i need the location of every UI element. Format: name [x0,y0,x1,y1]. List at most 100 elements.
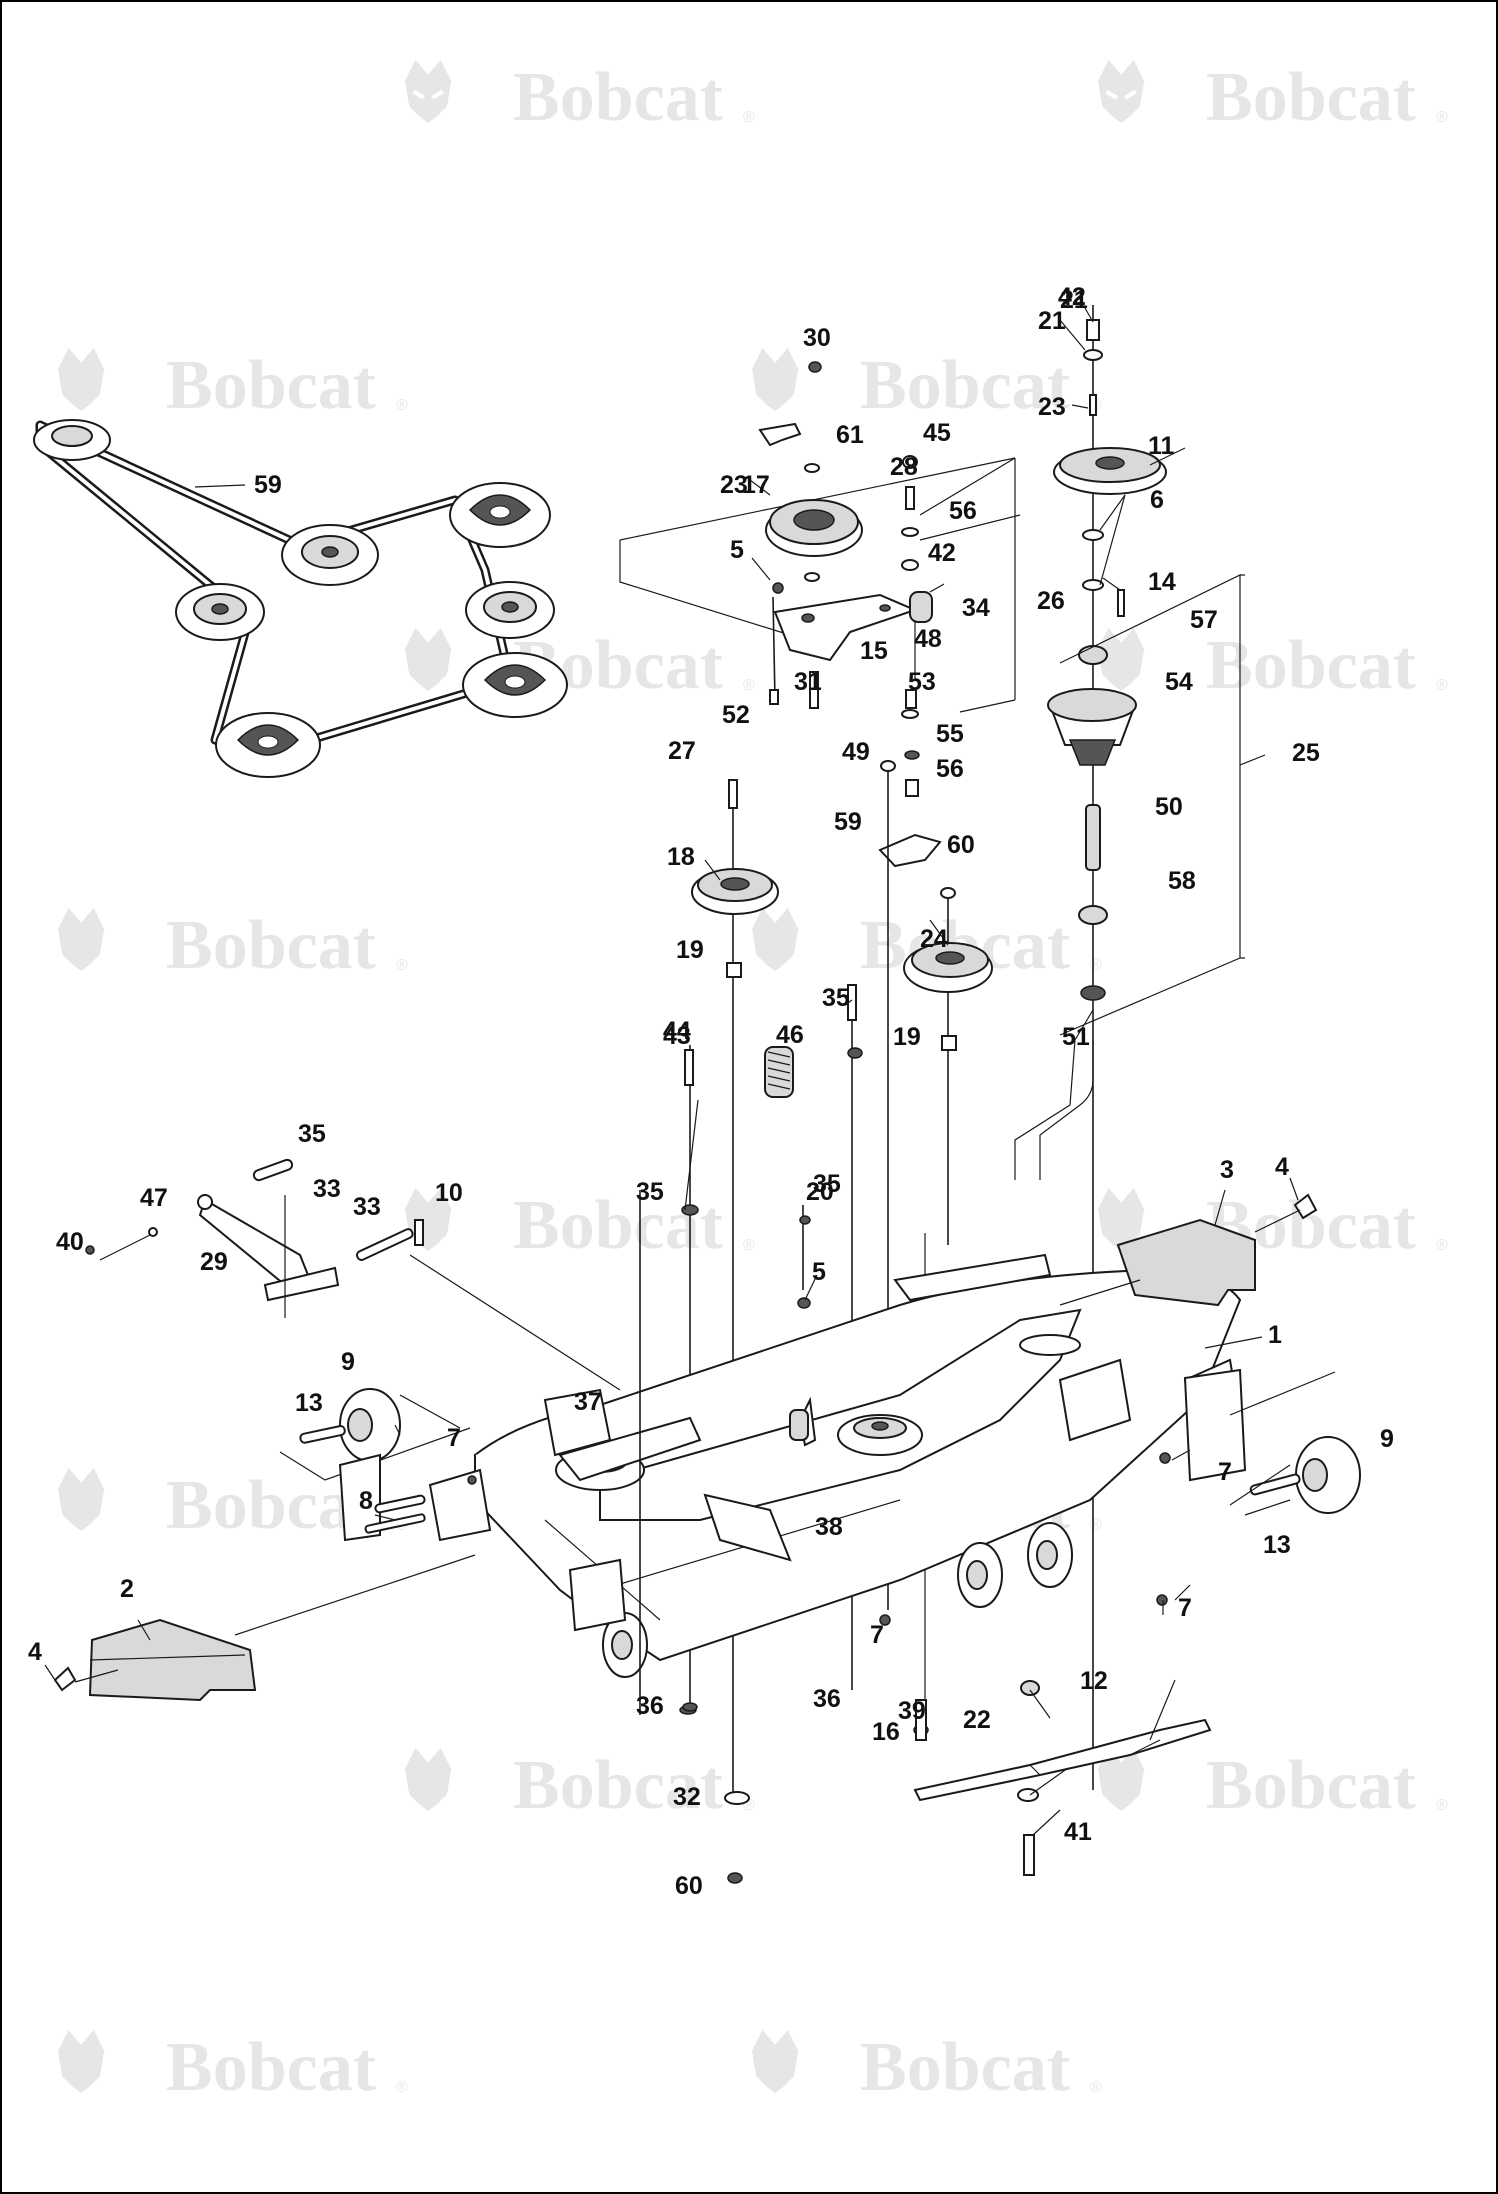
washer [804,572,820,582]
deck-hanger [428,1468,492,1542]
gauge-wheel-left [279,1388,471,1542]
bolt [915,1699,927,1741]
callout-label: 51 [1062,1023,1090,1051]
blade-bolt [1023,1834,1035,1876]
nut [727,1872,743,1884]
callout-label: 10 [435,1179,463,1207]
callout-label: 21 [1060,286,1088,314]
callout-label: 36 [636,1692,664,1720]
callout-label: 60 [947,831,975,859]
callout-label: 36 [813,1685,841,1713]
callout-label: 13 [1263,1531,1291,1559]
lift-pin [263,1266,340,1302]
knob [1293,1193,1318,1220]
callout-label: 20 [806,1178,834,1206]
bearing [1078,905,1108,925]
pin [252,1158,294,1182]
callout-label: 15 [860,637,888,665]
watermark-registered: ® [396,957,408,974]
anti-scalp-wheel [1027,1522,1073,1588]
callout-label: 60 [675,1872,703,1900]
nut [847,1047,863,1059]
pulley [462,652,568,718]
wheel-bracket [338,1453,381,1542]
callout-label: 42 [1058,283,1086,311]
callout-label: 22 [963,1706,991,1734]
callout-label: 54 [1165,668,1193,696]
callout-label: 35 [813,1170,841,1198]
seal [1080,985,1106,1001]
anti-scalp-wheel [602,1612,648,1678]
callout-label: 45 [923,419,951,447]
bolt [728,779,738,809]
watermark-registered: ® [743,677,755,694]
callout-label: 12 [1080,1667,1108,1695]
callout-label: 48 [914,625,942,653]
deck-hanger [568,1558,627,1632]
pulley [449,482,551,548]
watermark-text: Bobcat [1206,59,1416,136]
callout-label: 33 [313,1175,341,1203]
idler-arm [878,833,942,868]
callout-label: 44 [663,1017,691,1045]
callout-label: 41 [1064,1818,1092,1846]
callout-label: 14 [1148,568,1176,596]
watermark-text: Bobcat [166,347,376,424]
washer [1017,1788,1039,1802]
watermark-registered: ® [396,2079,408,2096]
callout-label: 9 [341,1348,355,1376]
watermark-text: Bobcat [513,1747,723,1824]
callout-label: 38 [815,1513,843,1541]
callout-label: 26 [1037,587,1065,615]
callout-label: 19 [676,936,704,964]
wheel-bracket [1183,1368,1247,1482]
callout-label: 25 [1292,739,1320,767]
watermark: Bobcat ® [1098,59,1448,136]
callout-label: 49 [842,738,870,766]
watermark-registered: ® [1436,677,1448,694]
callout-label: 52 [722,701,750,729]
pulley [215,712,321,778]
watermark-text: Bobcat [1206,627,1416,704]
deck-cover-plate [599,1308,1082,1521]
mower-blade [913,1718,1212,1802]
callout-label: 7 [1178,1594,1192,1622]
idler-pulley-right [903,887,993,1245]
watermark: Bobcat ® [58,907,408,984]
callout-label: 40 [56,1228,84,1256]
callout-label: 58 [1168,867,1196,895]
callout-label: 23 [1038,393,1066,421]
callout-label: 32 [673,1783,701,1811]
mulch-plate-cover [1059,1193,1318,1307]
watermark-registered: ® [396,397,408,414]
callout-label: 46 [776,1021,804,1049]
watermark: Bobcat ® [405,1747,755,1824]
callout-label: 57 [1190,606,1218,634]
callout-label: 21 [1038,307,1066,335]
watermark-registered: ® [1436,1797,1448,1814]
watermark-registered: ® [1090,1517,1102,1534]
deck-spindle [837,1414,923,1456]
callout-label: 37 [574,1388,602,1416]
callout-label: 34 [962,594,990,622]
callout-label: 11 [1148,432,1175,460]
callout-label: 13 [295,1389,323,1417]
watermark: Bobcat ® [58,347,408,424]
washer [1083,349,1103,361]
deck-baffle [1058,1358,1132,1442]
bolt [1117,589,1125,617]
deck-baffle [543,1388,612,1457]
pulley [33,419,111,461]
leader-lines [44,307,1299,1836]
callout-label: 24 [920,925,948,953]
callout-label: 31 [794,668,822,696]
watermark: Bobcat ® [1098,627,1448,704]
washer [724,1791,750,1805]
washer [1082,579,1104,591]
deck-brace [893,1253,1052,1302]
callout-label: 39 [898,1697,926,1725]
spindle-shaft [1085,804,1101,871]
spindle-assembly [1014,305,1266,1790]
